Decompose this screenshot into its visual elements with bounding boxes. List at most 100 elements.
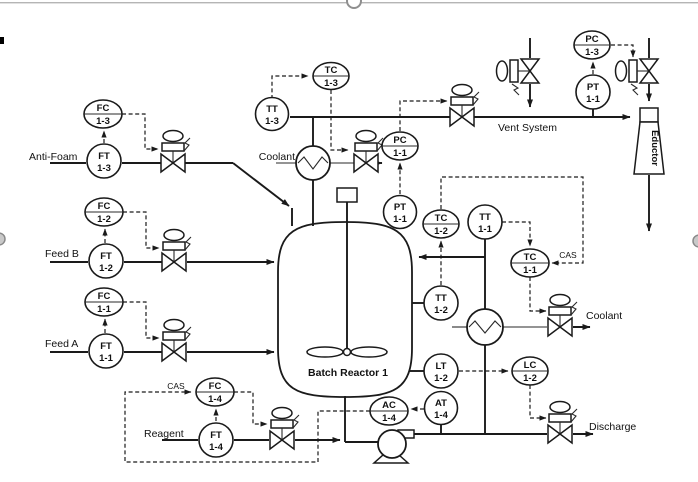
instrument-pt-1-1-reactor: PT 1-1 xyxy=(382,194,418,230)
svg-text:1-2: 1-2 xyxy=(434,226,448,237)
left-middle-handle[interactable] xyxy=(0,232,6,246)
instrument-fc-1-1: FC 1-1 xyxy=(84,287,124,317)
top-center-handle[interactable] xyxy=(346,0,362,9)
feed-b-label: Feed B xyxy=(45,248,79,260)
svg-text:PC: PC xyxy=(393,135,406,146)
right-middle-handle[interactable] xyxy=(692,234,698,248)
svg-text:1-4: 1-4 xyxy=(382,413,396,424)
svg-text:1-1: 1-1 xyxy=(97,304,111,315)
instrument-fc-1-4: FC 1-4 xyxy=(195,377,235,407)
coolant-top-label: Coolant xyxy=(259,151,295,163)
agitator-motor xyxy=(336,187,358,203)
coolant-right-label: Coolant xyxy=(586,310,622,322)
svg-text:PT: PT xyxy=(587,82,599,93)
svg-text:TT: TT xyxy=(479,212,491,223)
eductor: Eductor xyxy=(633,107,665,175)
svg-text:1-2: 1-2 xyxy=(434,373,448,384)
svg-text:AC: AC xyxy=(382,400,396,411)
svg-text:LT: LT xyxy=(436,361,447,372)
condenser-coolant-valve xyxy=(353,129,384,174)
svg-text:FT: FT xyxy=(210,430,222,441)
feed-a-label: Feed A xyxy=(45,338,78,350)
svg-text:PC: PC xyxy=(585,34,598,45)
agitator xyxy=(306,187,388,358)
svg-text:TC: TC xyxy=(325,65,338,76)
cas-label-right: CAS xyxy=(559,250,577,260)
svg-text:FC: FC xyxy=(97,103,110,114)
svg-text:TC: TC xyxy=(435,213,448,224)
vent-control-valve xyxy=(449,83,480,128)
reagent-label: Reagent xyxy=(144,428,184,440)
svg-text:FC: FC xyxy=(98,291,111,302)
feed-b-control-valve xyxy=(161,228,192,273)
stream-labels: Anti-Foam Feed B Feed A Reagent Coolant … xyxy=(29,122,636,440)
vent-branch-valve xyxy=(495,58,541,96)
svg-text:FT: FT xyxy=(98,151,110,162)
instrument-pc-1-3: PC 1-3 xyxy=(573,30,611,60)
svg-text:1-1: 1-1 xyxy=(586,94,600,105)
instrument-ft-1-2: FT 1-2 xyxy=(88,243,124,279)
svg-text:AT: AT xyxy=(435,398,447,409)
reactor-name-label: Batch Reactor 1 xyxy=(308,367,388,379)
loop-coolant-valve xyxy=(547,293,578,338)
svg-text:1-3: 1-3 xyxy=(97,163,111,174)
left-edge-marker xyxy=(0,37,4,44)
svg-text:1-3: 1-3 xyxy=(96,116,110,127)
svg-text:FT: FT xyxy=(100,251,112,262)
condenser-heat-exchanger xyxy=(295,145,331,181)
svg-text:1-3: 1-3 xyxy=(265,116,279,127)
instrument-fc-1-2: FC 1-2 xyxy=(84,197,124,227)
vent-system-label: Vent System xyxy=(498,122,557,134)
instrument-tc-1-1: TC 1-1 xyxy=(510,248,550,278)
svg-text:1-2: 1-2 xyxy=(99,263,113,274)
discharge-label: Discharge xyxy=(589,421,636,433)
signal-lines xyxy=(101,44,636,463)
instrument-pt-1-1-vent: PT 1-1 xyxy=(575,74,611,110)
svg-text:1-2: 1-2 xyxy=(434,305,448,316)
instrument-pc-1-1: PC 1-1 xyxy=(381,131,419,161)
eductor-label: Eductor xyxy=(649,130,660,166)
svg-text:FC: FC xyxy=(209,381,222,392)
anti-foam-label: Anti-Foam xyxy=(29,151,78,163)
instrument-ac-1-4: AC 1-4 xyxy=(369,396,409,426)
svg-text:1-1: 1-1 xyxy=(523,265,537,276)
eductor-motive-valve xyxy=(614,58,660,96)
svg-text:1-4: 1-4 xyxy=(209,442,223,453)
instrument-at-1-4: AT 1-4 xyxy=(423,390,459,426)
process-lines xyxy=(50,38,652,443)
discharge-control-valve xyxy=(547,400,578,445)
instrument-fc-1-3: FC 1-3 xyxy=(83,99,123,129)
svg-text:LC: LC xyxy=(524,360,537,371)
svg-text:PT: PT xyxy=(394,202,406,213)
instrument-ft-1-4: FT 1-4 xyxy=(198,422,234,458)
instrument-tt-1-3: TT 1-3 xyxy=(254,96,290,132)
loop-heat-exchanger xyxy=(466,308,504,346)
instrument-tc-1-2: TC 1-2 xyxy=(422,209,460,239)
selection-chrome xyxy=(0,0,698,248)
svg-text:1-1: 1-1 xyxy=(478,224,492,235)
reagent-control-valve xyxy=(269,406,300,451)
instrument-tc-1-3: TC 1-3 xyxy=(312,61,350,91)
pump xyxy=(372,429,415,464)
instrument-tt-1-1: TT 1-1 xyxy=(467,204,503,240)
instrument-lt-1-2: LT 1-2 xyxy=(423,353,459,389)
svg-text:1-4: 1-4 xyxy=(208,394,222,405)
cas-label-left: CAS xyxy=(167,381,185,391)
svg-text:TT: TT xyxy=(266,104,278,115)
instrument-ft-1-3: FT 1-3 xyxy=(86,143,122,179)
feed-a-control-valve xyxy=(161,318,192,363)
svg-text:1-2: 1-2 xyxy=(97,214,111,225)
svg-text:1-3: 1-3 xyxy=(324,78,338,89)
svg-text:TT: TT xyxy=(435,293,447,304)
svg-text:1-1: 1-1 xyxy=(393,148,407,159)
svg-text:FT: FT xyxy=(100,341,112,352)
svg-text:1-1: 1-1 xyxy=(393,214,407,225)
svg-text:1-3: 1-3 xyxy=(585,47,599,58)
svg-text:FC: FC xyxy=(98,201,111,212)
antifoam-control-valve xyxy=(160,129,191,174)
instrument-tt-1-2: TT 1-2 xyxy=(423,285,459,321)
svg-text:1-4: 1-4 xyxy=(434,410,448,421)
svg-text:1-1: 1-1 xyxy=(99,353,113,364)
